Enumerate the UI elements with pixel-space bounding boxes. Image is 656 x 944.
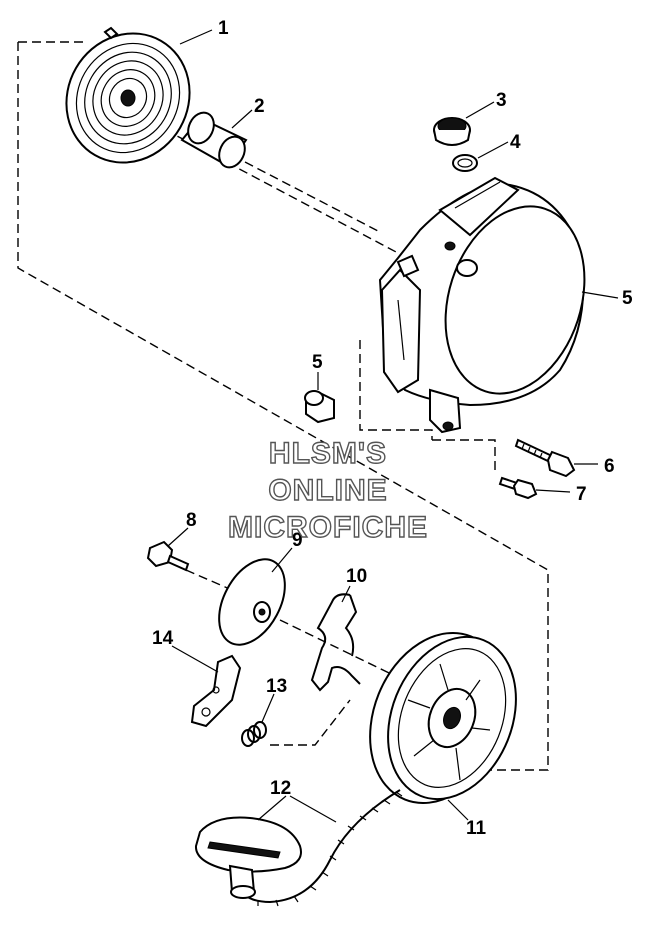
leader-2 bbox=[231, 109, 253, 129]
leader-12a bbox=[257, 795, 287, 821]
leader-10 bbox=[341, 585, 351, 603]
starter-rope bbox=[237, 789, 401, 904]
part-5-starter-case bbox=[378, 176, 586, 434]
callout-1: 1 bbox=[218, 18, 229, 39]
part-13-small-spring bbox=[241, 721, 267, 747]
part-11-reel bbox=[369, 631, 517, 805]
leader-1 bbox=[179, 29, 213, 45]
callout-9: 9 bbox=[292, 530, 303, 551]
case-top-boss bbox=[438, 176, 520, 237]
case-lower-lug bbox=[429, 388, 462, 434]
axis-line-bolts bbox=[432, 439, 496, 470]
part-3-cap bbox=[433, 117, 471, 146]
axis-line-spring-13 bbox=[270, 699, 351, 746]
part-4-o-ring bbox=[452, 154, 478, 172]
callout-14: 14 bbox=[152, 628, 174, 649]
part-6-bolt bbox=[514, 438, 576, 478]
part-7-bolt bbox=[498, 476, 538, 500]
part-9-friction-plate bbox=[218, 558, 286, 646]
part-5-collar bbox=[304, 390, 335, 424]
axis-line-collar bbox=[244, 161, 381, 233]
bolt-6-head bbox=[546, 450, 576, 478]
callout-12: 12 bbox=[270, 778, 291, 799]
leader-7 bbox=[535, 489, 571, 493]
leader-14 bbox=[171, 645, 219, 673]
callout-3: 3 bbox=[496, 90, 507, 111]
callout-5b: 5 bbox=[312, 352, 323, 373]
callout-6: 6 bbox=[604, 456, 615, 477]
callout-labels: 1 2 3 4 5 5 6 7 8 9 10 11 12 13 14 bbox=[152, 18, 633, 839]
leader-8 bbox=[167, 527, 189, 547]
spring-tab bbox=[103, 26, 119, 40]
callout-5a: 5 bbox=[622, 288, 633, 309]
bolt-7-head bbox=[512, 478, 538, 500]
watermark: HLSM'S ONLINE MICROFICHE bbox=[227, 436, 428, 544]
axis-line-spring-to-case bbox=[127, 109, 416, 263]
leader-12b bbox=[289, 795, 337, 823]
callout-7: 7 bbox=[576, 484, 587, 505]
watermark-line-1: HLSM'S bbox=[269, 437, 387, 470]
leader-11 bbox=[447, 799, 469, 821]
leader-9 bbox=[271, 547, 293, 573]
case-face bbox=[444, 205, 586, 395]
spring-hub bbox=[120, 89, 136, 107]
callout-11: 11 bbox=[466, 818, 487, 839]
callout-8: 8 bbox=[186, 510, 197, 531]
part-10-spring-clip bbox=[310, 593, 361, 692]
part-8-bolt bbox=[146, 540, 190, 572]
leader-5a bbox=[581, 291, 619, 299]
leader-3 bbox=[465, 101, 495, 119]
callout-4: 4 bbox=[510, 132, 521, 153]
part-14-ratchet-pawl bbox=[190, 654, 242, 728]
callout-13: 13 bbox=[266, 676, 287, 697]
callout-10: 10 bbox=[346, 566, 367, 587]
watermark-line-2: ONLINE bbox=[268, 474, 387, 507]
part-1-recoil-spring bbox=[65, 26, 191, 164]
leader-4 bbox=[477, 141, 509, 159]
starter-handle bbox=[194, 816, 302, 873]
leader-13 bbox=[261, 693, 275, 723]
axis-line-collar-lower bbox=[359, 340, 433, 440]
reel-spokes bbox=[407, 663, 491, 781]
callout-2: 2 bbox=[254, 96, 265, 117]
part-12-rope-handle bbox=[194, 789, 403, 907]
watermark-line-3: MICROFICHE bbox=[228, 511, 428, 544]
leader-lines bbox=[167, 29, 619, 823]
part-2-collar bbox=[180, 111, 248, 169]
